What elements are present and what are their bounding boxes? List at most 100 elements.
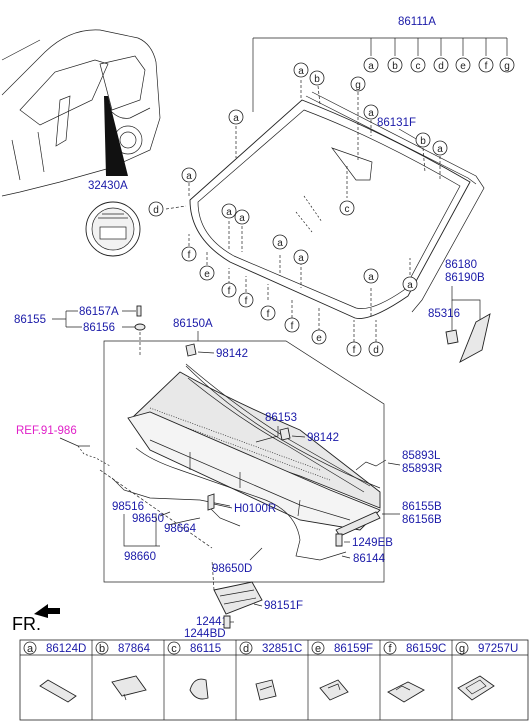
legend-letter: a <box>27 643 34 655</box>
rubber-seal-part <box>355 459 387 471</box>
svg-text:a: a <box>239 213 245 224</box>
label-85316: 85316 <box>428 308 460 320</box>
callout-e: e <box>199 265 215 281</box>
legend-part-number: 86115 <box>190 643 221 655</box>
round-badge-icon <box>85 201 141 257</box>
label-12441: 12441 <box>196 616 228 628</box>
callout-a: a <box>293 62 309 78</box>
legend-part-number: 86159F <box>334 643 373 655</box>
svg-text:b: b <box>314 74 320 85</box>
svg-text:e: e <box>460 61 466 72</box>
svg-text:g: g <box>504 61 510 72</box>
callout-circles: a b c d e f g a b g a a b a c a d a a f … <box>148 57 515 357</box>
retainer-icon <box>387 681 425 703</box>
pillar-trim-part <box>459 313 491 363</box>
legend-cell-d: d 32851C <box>239 641 302 655</box>
label-86156: 86156 <box>83 322 115 334</box>
label-H0100R: H0100R <box>234 503 276 515</box>
spacer-icon <box>189 678 209 700</box>
legend-letter: e <box>315 643 321 655</box>
callout-a: a <box>363 268 379 284</box>
bolt-part <box>136 305 142 317</box>
callout-g: g <box>499 57 515 73</box>
label-98664: 98664 <box>164 523 197 535</box>
label-86131F: 86131F <box>377 117 416 129</box>
svg-text:a: a <box>226 207 232 218</box>
pad-icon <box>111 675 147 701</box>
callout-f: f <box>221 282 237 298</box>
legend-letter-circle <box>239 641 253 655</box>
callout-b: b <box>415 132 431 148</box>
sensor-bracket-icon <box>457 675 495 701</box>
svg-text:a: a <box>368 272 374 283</box>
bracket-icon <box>255 679 277 701</box>
label-85893L: 85893L <box>402 450 441 462</box>
callout-a: a <box>293 249 309 265</box>
svg-text:c: c <box>416 61 421 72</box>
weatherstrip-part <box>185 365 381 489</box>
nut-part <box>134 323 146 331</box>
callout-a: a <box>432 140 448 156</box>
label-86155B: 86155B <box>402 501 442 513</box>
leader-pointer <box>104 96 128 176</box>
label-86156B: 86156B <box>402 514 442 526</box>
label-32430A: 32430A <box>88 180 128 192</box>
legend-cell-e: e 86159F <box>311 641 373 655</box>
callout-a: a <box>363 57 379 73</box>
clip-part <box>185 343 197 357</box>
svg-text:a: a <box>233 113 239 124</box>
clip-part <box>279 427 291 441</box>
label-86190B: 86190B <box>445 272 485 284</box>
callout-a: a <box>181 167 197 183</box>
callout-f: f <box>478 57 494 73</box>
label-98142-top: 98142 <box>216 348 248 360</box>
callout-b: b <box>309 70 325 86</box>
legend-part-number: 86124D <box>46 643 86 655</box>
label-ref[interactable]: REF.91-986 <box>16 425 77 437</box>
label-1249EB: 1249EB <box>352 537 393 549</box>
label-86180: 86180 <box>445 259 477 271</box>
label-86150A: 86150A <box>173 318 213 330</box>
label-98151F: 98151F <box>264 600 303 612</box>
vehicle-illustration <box>1 29 161 197</box>
callout-f: f <box>284 317 300 333</box>
legend-letter: g <box>459 643 465 655</box>
svg-text:b: b <box>392 61 398 72</box>
legend-part-number: 87864 <box>118 643 151 655</box>
svg-text:d: d <box>438 61 444 72</box>
svg-text:e: e <box>204 269 210 280</box>
legend-letter-circle <box>167 641 181 655</box>
svg-text:a: a <box>368 108 374 119</box>
svg-text:a: a <box>186 171 192 182</box>
callout-d: d <box>433 57 449 73</box>
callout-d: d <box>148 201 164 217</box>
svg-text:f: f <box>353 345 356 356</box>
svg-text:f: f <box>188 250 191 261</box>
label-98516: 98516 <box>112 501 144 513</box>
windshield-callout-bracket <box>252 37 508 112</box>
label-86153: 86153 <box>265 412 297 424</box>
svg-text:e: e <box>316 333 322 344</box>
svg-text:a: a <box>298 66 304 77</box>
svg-text:f: f <box>267 309 270 320</box>
callout-d: d <box>368 341 384 357</box>
callout-c: c <box>339 200 355 216</box>
svg-text:f: f <box>228 286 231 297</box>
svg-text:c: c <box>345 204 350 215</box>
legend-letter: f <box>388 643 392 655</box>
callout-a: a <box>363 104 379 120</box>
svg-text:a: a <box>368 61 374 72</box>
legend-letter: d <box>243 643 249 655</box>
screw-part <box>223 615 231 629</box>
legend-cell-a: a 86124D <box>23 641 86 655</box>
callout-f: f <box>260 305 276 321</box>
callout-e: e <box>311 329 327 345</box>
callout-a: a <box>402 276 418 292</box>
svg-text:f: f <box>485 61 488 72</box>
svg-text:a: a <box>407 280 413 291</box>
callout-b: b <box>387 57 403 73</box>
legend-part-number: 32851C <box>262 643 302 655</box>
callout-a: a <box>272 234 288 250</box>
label-86157A: 86157A <box>79 306 119 318</box>
